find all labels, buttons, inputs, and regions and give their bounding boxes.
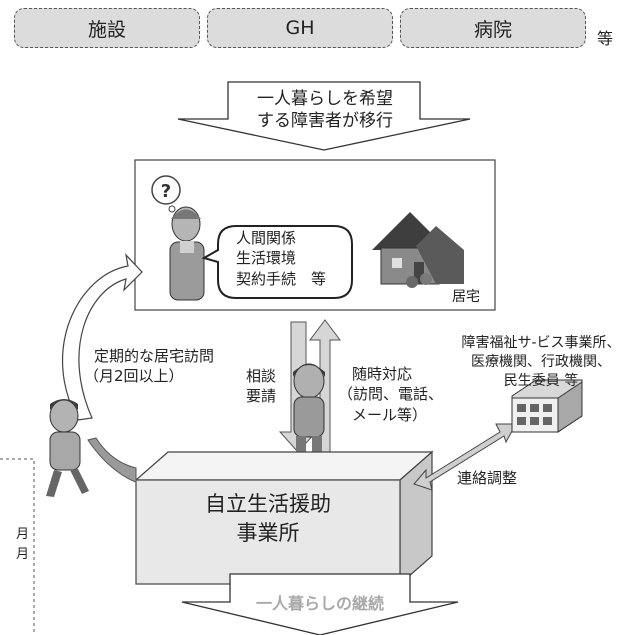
visit-curved-arrow	[61, 253, 143, 421]
partial-left-text: 月 月	[16, 527, 30, 563]
transition-text: 一人暮らしを希望 する障害者が移行	[257, 89, 393, 132]
office-title: 自立生活援助 事業所	[205, 492, 331, 546]
up-arrow	[309, 319, 341, 455]
source-label: 施設	[87, 18, 126, 41]
house-icon	[372, 212, 464, 288]
consult-text: 相談 要請	[246, 367, 277, 406]
source-box-hospital: 病院	[400, 8, 586, 48]
source-box-facility: 施設	[14, 8, 200, 48]
bubble-text: 人間関係 生活環境 契約手続 等	[236, 229, 327, 288]
source-label: 病院	[473, 18, 512, 41]
walker-to-office-arrow	[87, 437, 137, 483]
source-box-gh: GH	[207, 8, 393, 48]
home-label: 居宅	[452, 289, 480, 305]
continuation-text: 一人暮らしの継続	[255, 594, 384, 613]
svg-text:?: ?	[161, 181, 171, 202]
continuation-arrow	[181, 573, 459, 635]
response-text: 随時対応 （訪問、電話、 メール等）	[338, 365, 444, 424]
speech-bubble	[201, 225, 353, 299]
sources-suffix: 等	[597, 29, 614, 48]
coordination-label: 連絡調整	[457, 469, 518, 487]
walking-person-icon	[46, 399, 89, 497]
office-box-front	[135, 479, 401, 585]
visit-text: 定期的な居宅訪問 （月2回以上）	[84, 347, 215, 386]
transition-arrow	[177, 81, 471, 151]
source-label: GH	[285, 17, 315, 39]
thinking-person-icon: ?	[151, 175, 205, 301]
support-worker-icon	[293, 363, 325, 454]
agencies-text: 障害福祉サ-ビス事業所、 医療機関、行政機関、 民生委員 等	[461, 335, 621, 389]
office-box-top	[134, 451, 434, 481]
building-icon	[511, 379, 583, 433]
partial-left-box	[0, 458, 35, 635]
